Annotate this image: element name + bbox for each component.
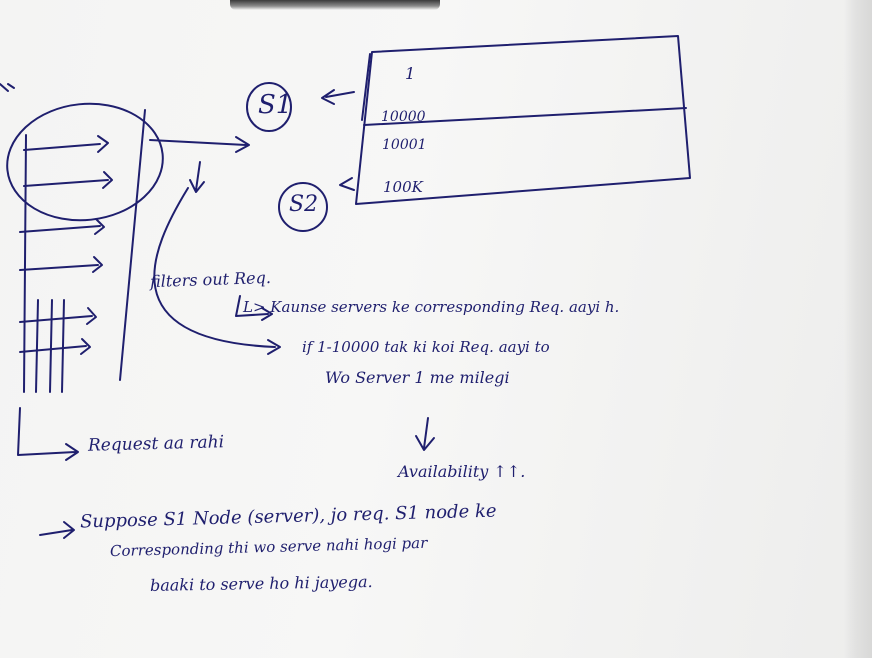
load-balancer-ellipse	[6, 102, 164, 222]
table-row2-top: 10001	[382, 137, 427, 153]
page-edge-shadow	[844, 0, 872, 658]
table-row2-bottom: 100K	[383, 178, 423, 196]
filter-label: filters out Req.	[149, 267, 272, 292]
curve-arrow	[153, 187, 276, 348]
table-to-s1-arrow	[321, 89, 355, 105]
corner-mark	[0, 83, 15, 92]
s2-circle	[278, 182, 328, 232]
table-row1-top: 1	[405, 64, 416, 83]
page-top-shadow	[230, 0, 440, 10]
s1-circle	[246, 82, 292, 132]
table-to-s2-arrow	[339, 177, 355, 191]
suppose-arrow	[39, 521, 75, 539]
balancer-vertical-line	[119, 109, 146, 381]
client-lines	[23, 134, 65, 393]
availability-line: Availability ↑↑.	[398, 462, 526, 481]
s2-label: S2	[289, 192, 319, 217]
arrow-to-s1-head	[235, 136, 250, 153]
hook-arrow-kaunse	[235, 295, 273, 321]
down-arrow-availability	[415, 417, 435, 451]
s1-label: S1	[258, 90, 293, 120]
table-row1-bottom: 10000	[381, 109, 426, 125]
curve-arrow-head	[267, 339, 281, 355]
range-table	[355, 35, 691, 205]
kaunse-line: L> Kaunse servers ke corresponding Req. …	[243, 298, 620, 316]
request-line: Request aa rahi	[87, 432, 225, 456]
baaki-line: baaki to serve ho hi jayega.	[149, 572, 373, 595]
arrow-to-s1	[149, 139, 247, 146]
down-arrow-small	[189, 161, 205, 193]
request-hook-arrow	[17, 407, 79, 461]
if-line: if 1-10000 tak ki koi Req. aayi to	[302, 338, 550, 356]
wo-line: Wo Server 1 me milegi	[325, 368, 510, 387]
request-arrows	[19, 135, 113, 355]
